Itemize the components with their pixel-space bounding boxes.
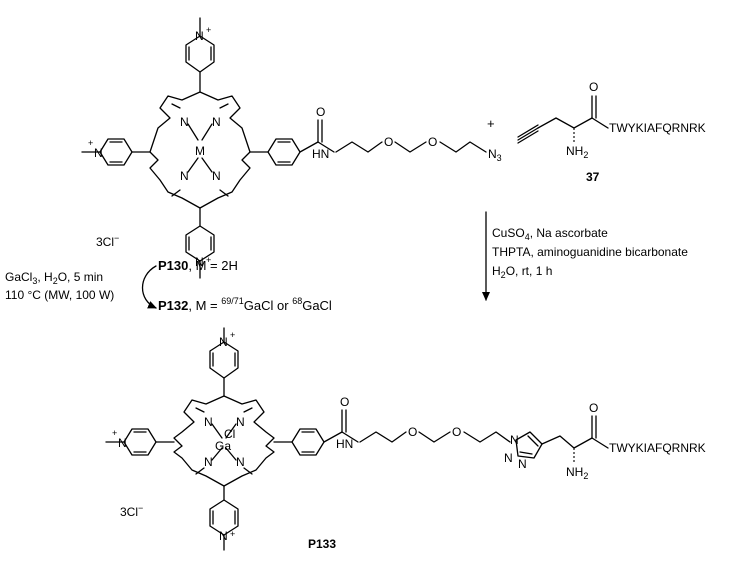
product-top-pyridinium-ring bbox=[209, 327, 239, 397]
product-metal: Ga bbox=[215, 439, 231, 453]
product-pyrrole-n-1: N bbox=[204, 415, 213, 429]
p130-label: P130, M = 2H bbox=[158, 258, 238, 273]
conditions-right: CuSO4, Na ascorbate THPTA, aminoguanidin… bbox=[492, 226, 688, 280]
conditions-right-line-2: THPTA, aminoguanidine bicarbonate bbox=[492, 245, 688, 259]
top-counterion: 3Cl− bbox=[96, 233, 119, 249]
product-peg-chain-3 bbox=[463, 431, 511, 443]
product-counterion: 3Cl− bbox=[120, 503, 143, 519]
conditions-right-line-3: H2O, rt, 1 h bbox=[492, 264, 552, 280]
top-macrocycle-double-bonds bbox=[171, 103, 229, 197]
top-metal: M bbox=[195, 144, 205, 158]
top-peg-chain-2 bbox=[394, 141, 427, 153]
product-triazole-n-1: N bbox=[510, 433, 519, 447]
product-aryl-linker bbox=[273, 409, 359, 456]
p133-label: P133 bbox=[308, 537, 336, 551]
product-top-pyridinium-n: N bbox=[219, 335, 228, 349]
top-bottom-pyridinium-n: N bbox=[195, 255, 204, 269]
top-ether-o-2: O bbox=[428, 135, 437, 149]
product-left-pyridinium-charge: + bbox=[112, 428, 117, 438]
conditions-left-line-2: 110 °C (MW, 100 W) bbox=[5, 288, 114, 302]
reagent-amine: NH2 bbox=[566, 144, 588, 160]
p132-label: P132, M = 69/71GaCl or 68GaCl bbox=[158, 296, 332, 313]
top-pyridinium-n: N bbox=[195, 29, 204, 43]
product-amide-nh: HN bbox=[336, 437, 353, 451]
top-bottom-pyridinium-charge: + bbox=[206, 255, 211, 265]
top-pyridinium-ring bbox=[185, 17, 215, 93]
product-carbonyl-o: O bbox=[589, 401, 598, 415]
product-peptide: TWYKIAFQRNRK bbox=[609, 441, 706, 455]
product-top-pyridinium-charge: + bbox=[230, 330, 235, 340]
product-pyrrole-n-4: N bbox=[236, 455, 245, 469]
product-bottom-pyridinium-ring bbox=[209, 485, 239, 551]
product-amino-acid bbox=[573, 415, 609, 464]
product-amine: NH2 bbox=[566, 465, 588, 481]
top-pyrrole-n-4: N bbox=[212, 169, 221, 183]
conditions-right-line-1: CuSO4, Na ascorbate bbox=[492, 226, 608, 242]
product-left-pyridinium-n: N bbox=[118, 436, 127, 450]
top-peg-chain-3 bbox=[439, 141, 487, 153]
product-pyrrole-n-2: N bbox=[236, 415, 245, 429]
top-amide-o: O bbox=[316, 105, 325, 119]
plus-sign: + bbox=[487, 116, 495, 131]
reaction-arrow-curved bbox=[142, 265, 157, 309]
top-peg-chain-1 bbox=[335, 141, 383, 153]
product-peg-chain-2 bbox=[418, 431, 451, 443]
product-bottom-pyridinium-charge: + bbox=[230, 529, 235, 539]
top-pyrrole-n-1: N bbox=[180, 115, 189, 129]
product-triazole-n-2: N bbox=[504, 451, 513, 465]
product-peg-chain-1 bbox=[359, 431, 407, 443]
top-pyrrole-n-3: N bbox=[180, 169, 189, 183]
product-pyrrole-n-3: N bbox=[204, 455, 213, 469]
reagent-peptide: TWYKIAFQRNRK bbox=[609, 121, 706, 135]
product-left-pyridinium-ring bbox=[105, 428, 175, 456]
product-porphyrin: N + N N N N Cl Ga N + bbox=[105, 327, 706, 551]
top-bottom-pyridinium-ring bbox=[185, 207, 215, 279]
product-ether-o-1: O bbox=[408, 425, 417, 439]
reagent-carbonyl-o: O bbox=[589, 80, 598, 94]
top-left-pyridinium-n: N bbox=[94, 146, 103, 160]
top-amide-nh: HN bbox=[312, 147, 329, 161]
top-pyridinium-charge: + bbox=[206, 25, 211, 35]
top-azide: N3 bbox=[488, 147, 502, 163]
top-aryl-linker bbox=[249, 119, 335, 166]
top-left-pyridinium-charge: + bbox=[88, 138, 93, 148]
conditions-left: GaCl3, H2O, 5 min 110 °C (MW, 100 W) bbox=[5, 270, 114, 302]
top-ether-o-1: O bbox=[384, 135, 393, 149]
top-pyrrole-n-2: N bbox=[212, 115, 221, 129]
compound-37-label: 37 bbox=[586, 170, 600, 184]
top-left-pyridinium-ring bbox=[81, 138, 151, 166]
top-porphyrin: N + N N N N M N + N bbox=[81, 17, 502, 279]
product-macrocycle-double-bonds bbox=[195, 407, 253, 475]
product-triazole-n-3: N bbox=[518, 457, 527, 471]
product-triazole-ring bbox=[515, 431, 575, 459]
reagent-37: + O TWYKIAFQRNRK NH2 37 bbox=[487, 80, 706, 184]
product-amide-o: O bbox=[340, 395, 349, 409]
product-chloride: Cl bbox=[224, 427, 235, 441]
conditions-left-line-1: GaCl3, H2O, 5 min bbox=[5, 270, 103, 286]
product-ether-o-2: O bbox=[452, 425, 461, 439]
product-bottom-pyridinium-n: N bbox=[219, 529, 228, 543]
